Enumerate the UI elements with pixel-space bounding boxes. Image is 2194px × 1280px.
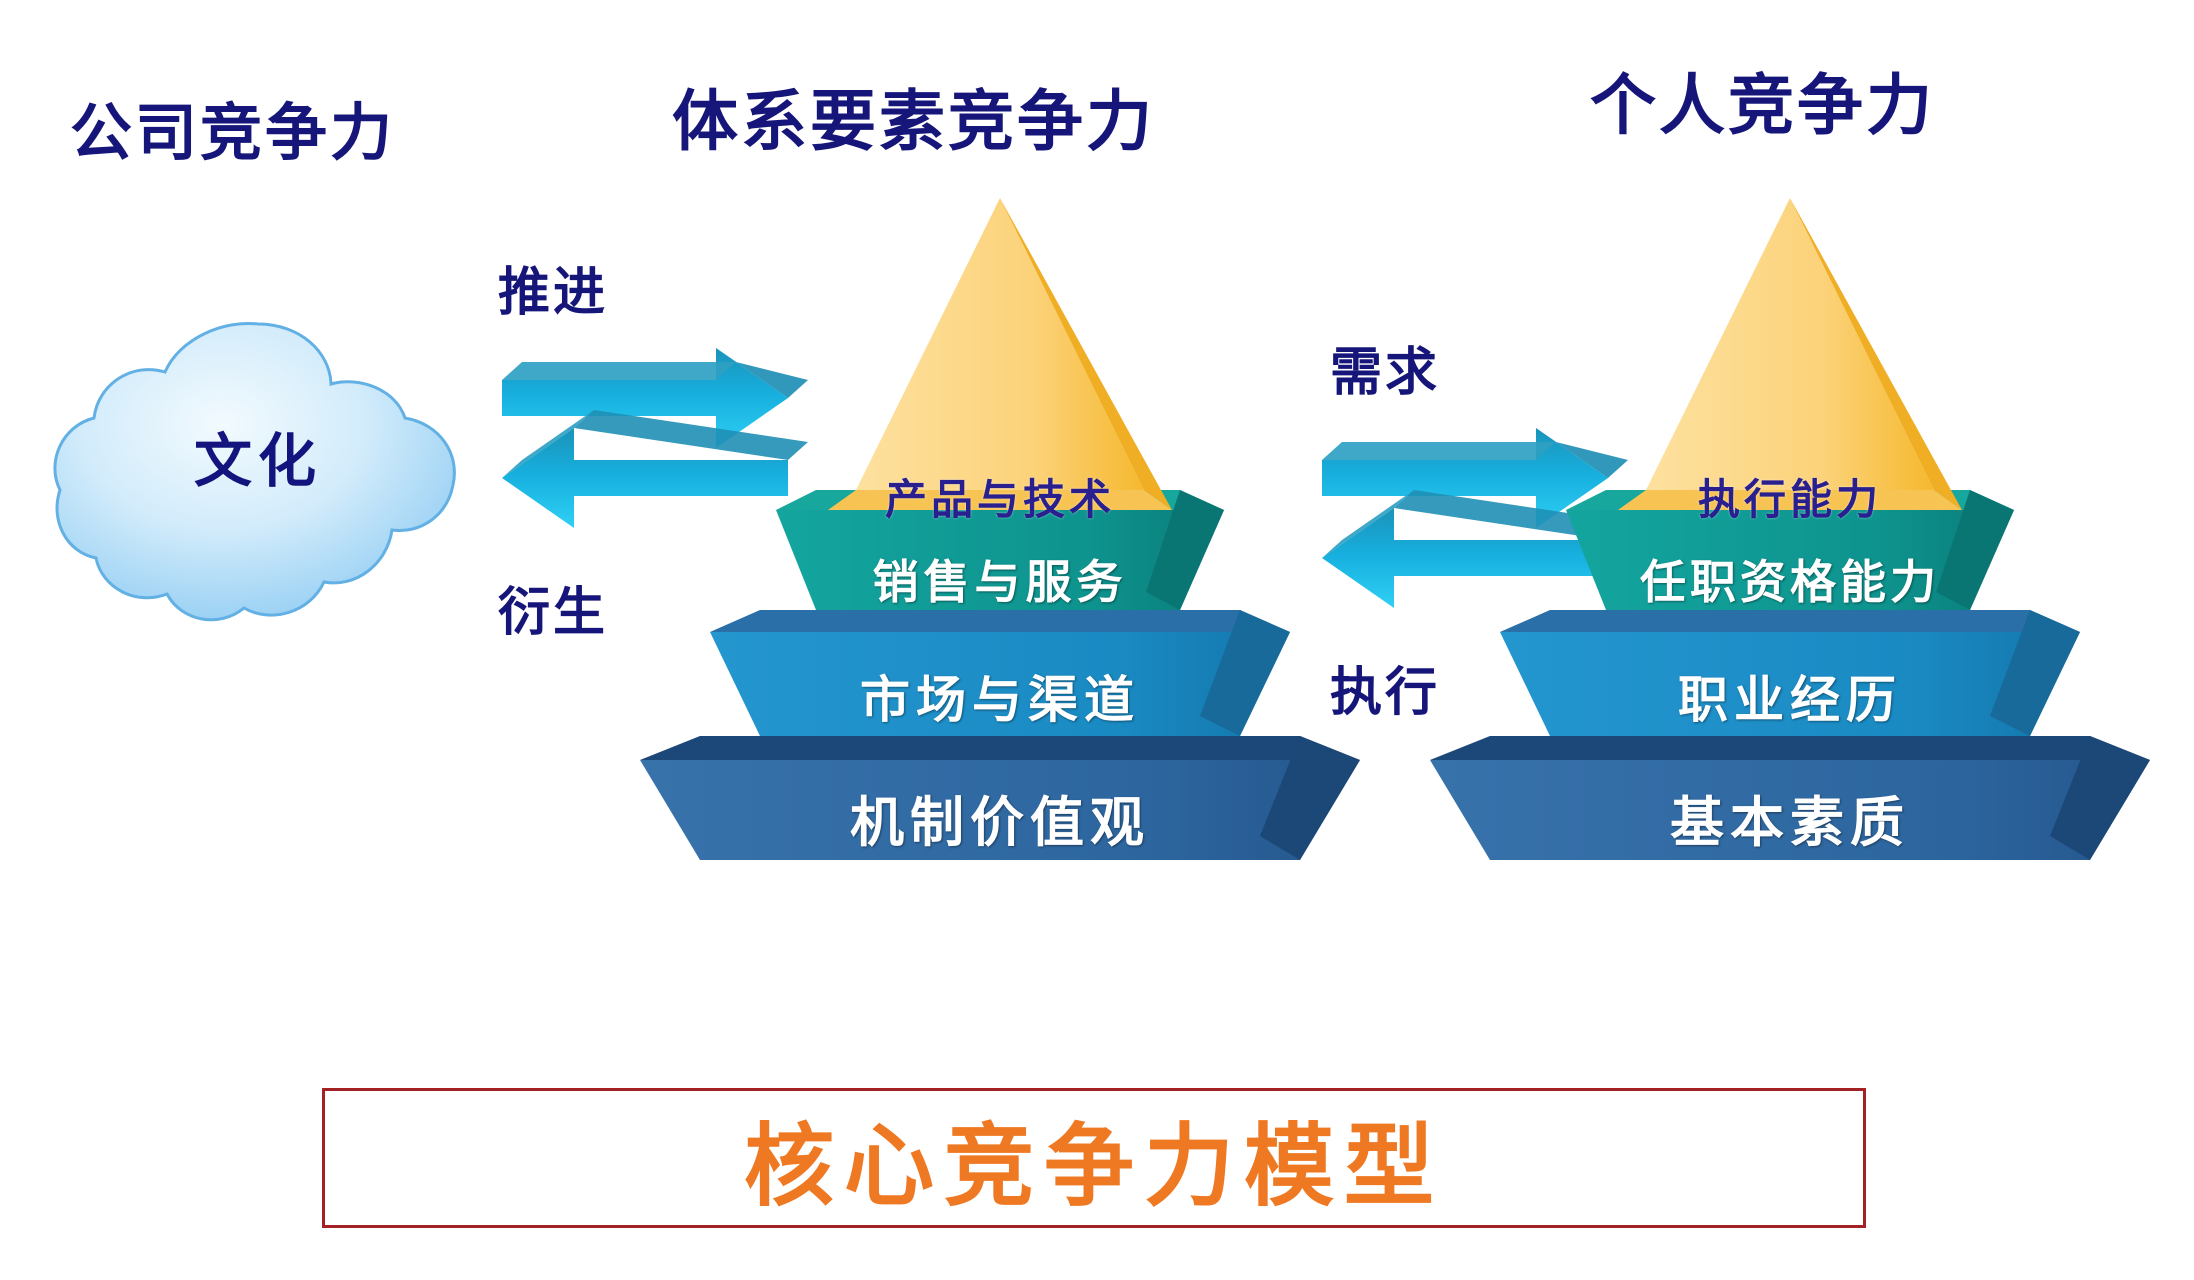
footer-title-box: 核心竞争力模型 [322,1088,1866,1228]
pyramid-personal-competency: 执行能力 任职资格能力 职业经历 基本素质 [1390,170,2190,910]
pyramid-tier-4 [1430,736,2150,860]
pyramid-system-elements: 产品与技术 销售与服务 市场与渠道 机制价值观 [600,170,1400,910]
pyramid-tier-3 [1500,610,2080,736]
cloud-label-culture: 文化 [193,427,322,495]
arrow-group-culture-to-system: 推进 [480,240,810,660]
arrow-label-promote: 推进 [498,263,609,323]
pyramid-tier-1 [1618,198,1962,510]
arrow-label-demand: 需求 [1330,343,1441,403]
heading-personal-competitiveness: 个人竞争力 [1590,67,1935,144]
pyramid-tier-1 [828,198,1172,510]
cloud-shape [53,321,456,622]
double-arrow-icon [1322,428,1628,608]
heading-system-elements-competitiveness: 体系要素竞争力 [672,83,1155,160]
culture-cloud: 文化 [48,272,468,632]
double-arrow-icon [502,348,808,528]
footer-title-text: 核心竞争力模型 [744,1114,1444,1219]
arrow-group-system-to-personal: 需求 [1300,320,1630,740]
pyramid-tier-3 [710,610,1290,736]
arrow-label-execute: 执行 [1330,663,1441,723]
heading-company-competitiveness: 公司竞争力 [70,96,396,169]
pyramid-tier-4 [640,736,1360,860]
arrow-label-derive: 衍生 [498,583,609,643]
